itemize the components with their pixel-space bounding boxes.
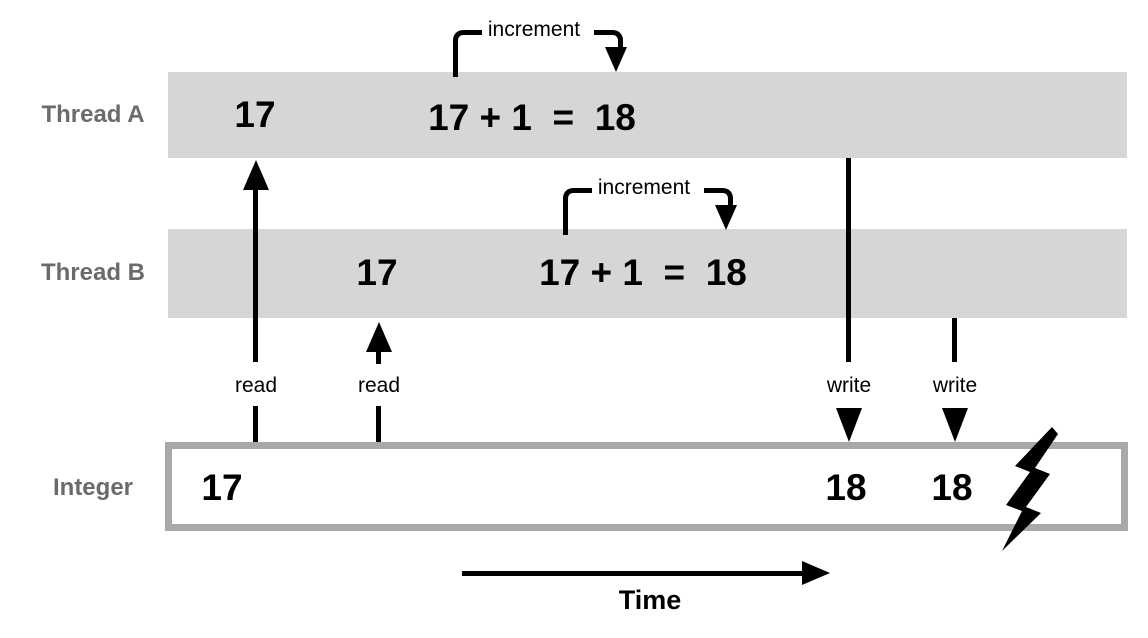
read-arrow-a-shaft-lower [253, 406, 258, 442]
increment-bracket-left-a [453, 30, 482, 77]
increment-label-a: increment [487, 18, 581, 41]
read-label-a: read [234, 374, 278, 397]
thread-a-band [168, 72, 1127, 158]
thread-a-expression: 17 + 1 = 18 [428, 97, 636, 138]
time-arrow-shaft [462, 571, 804, 576]
thread-b-read-value: 17 [356, 252, 398, 293]
integer-written-value-a: 18 [825, 467, 867, 508]
read-arrow-b-shaft-lower [376, 406, 381, 442]
integer-box [165, 442, 1128, 531]
increment-label-b: increment [597, 176, 691, 199]
increment-bracket-right-a [594, 30, 623, 49]
thread-a-read-value: 17 [234, 94, 276, 135]
lightning-bolt-icon [1002, 427, 1058, 551]
increment-arrowhead-a [605, 47, 627, 72]
time-axis-label: Time [618, 585, 682, 615]
integer-label: Integer [52, 474, 133, 501]
read-arrow-a-head [243, 160, 269, 190]
increment-bracket-left-b [563, 188, 592, 235]
time-arrow-head [802, 561, 830, 585]
thread-b-expression: 17 + 1 = 18 [539, 252, 747, 293]
write-arrow-a-head [836, 408, 862, 442]
thread-b-band [168, 229, 1127, 318]
read-arrow-a-shaft [253, 188, 258, 362]
integer-written-value-b: 18 [931, 467, 973, 508]
read-arrow-b-shaft [376, 350, 381, 364]
write-arrow-b-shaft [952, 318, 957, 362]
increment-arrowhead-b [715, 205, 737, 230]
increment-bracket-right-b [704, 188, 733, 207]
read-arrow-b-head [366, 322, 392, 352]
write-arrow-a-shaft [846, 158, 851, 362]
thread-a-label: Thread A [41, 101, 145, 128]
integer-initial-value: 17 [201, 467, 243, 508]
write-label-b: write [932, 374, 978, 397]
write-label-a: write [826, 374, 872, 397]
write-arrow-b-head [942, 408, 968, 442]
thread-b-label: Thread B [40, 259, 145, 286]
read-label-b: read [357, 374, 401, 397]
